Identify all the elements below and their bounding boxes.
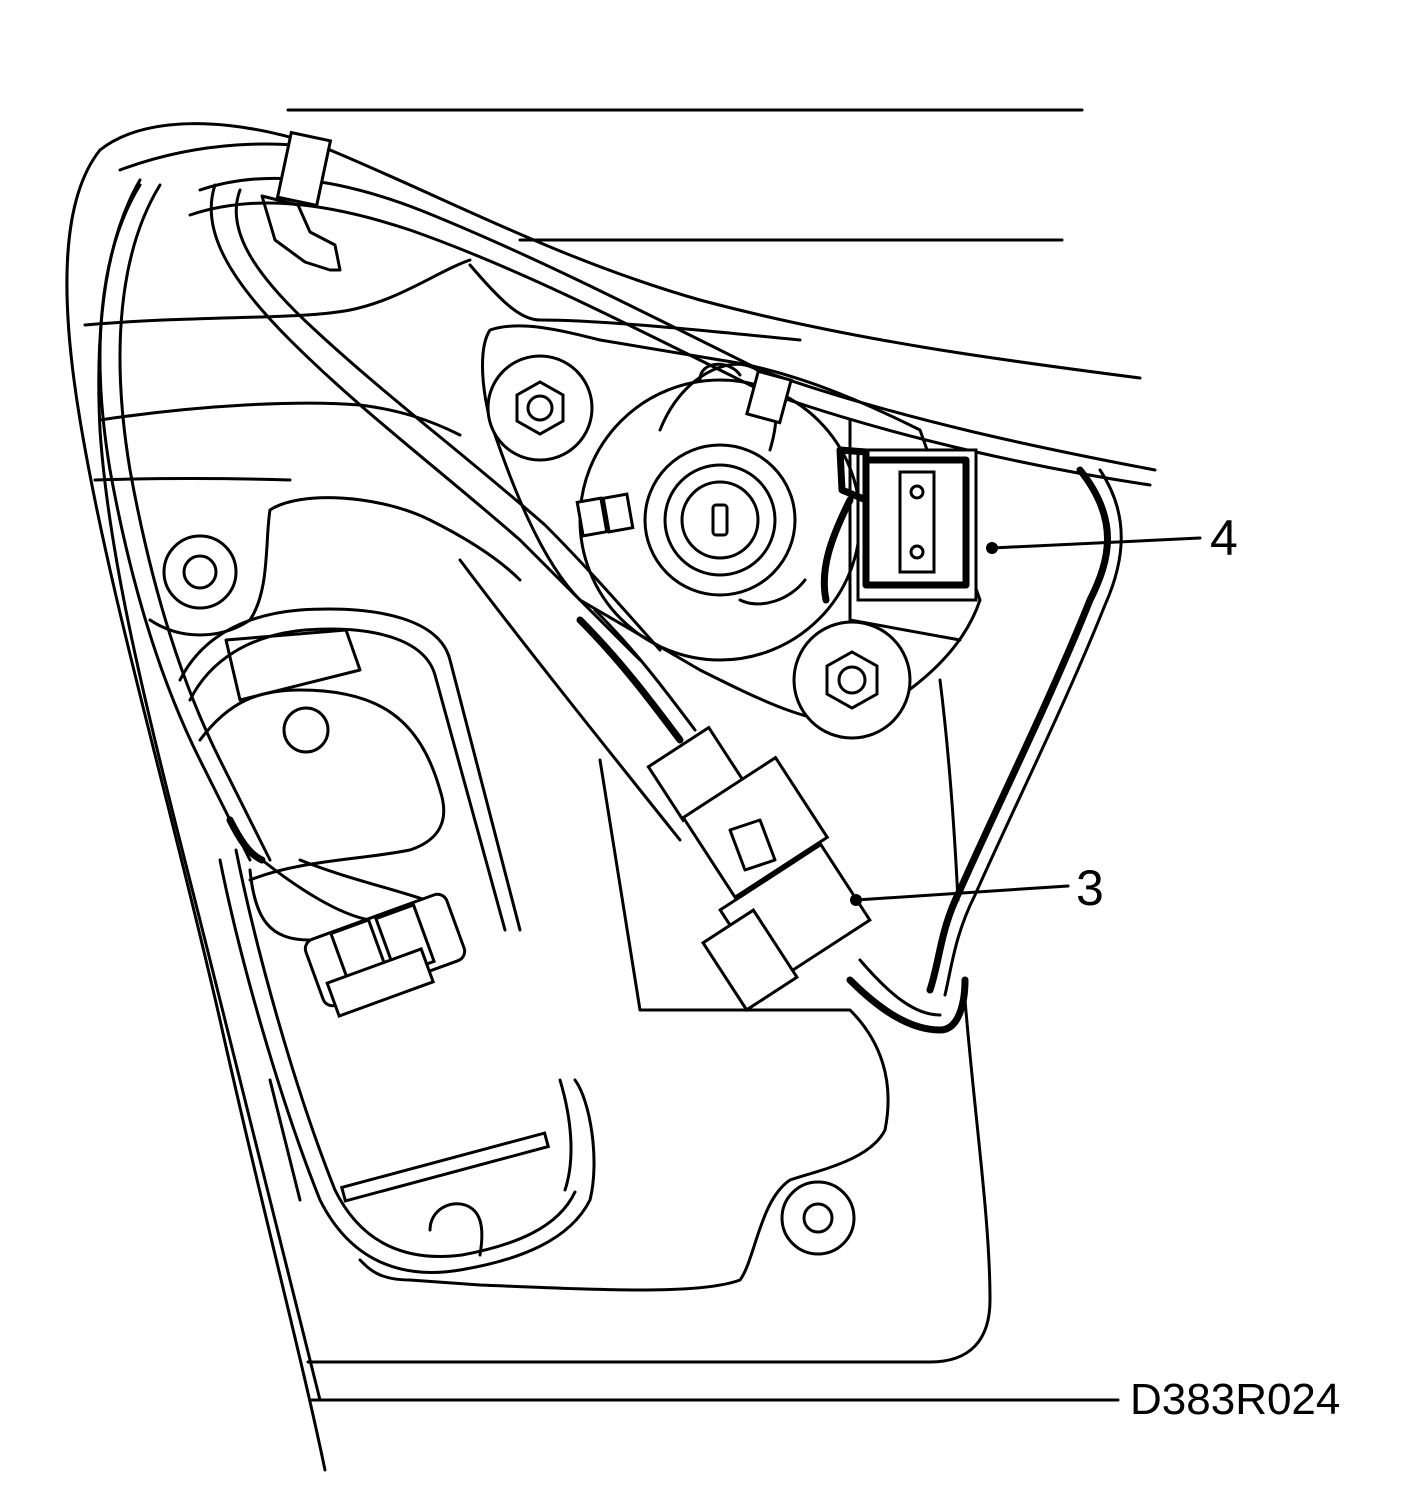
small-plug-connector: [303, 892, 467, 1018]
regulator-opening: [178, 607, 596, 1274]
bolt-left: [162, 534, 238, 610]
harness-clip-top: [260, 130, 342, 272]
callout-4-label: 4: [1210, 510, 1238, 566]
lock-mechanism-plate: [481, 324, 982, 740]
figure-reference-code: D383R024: [1130, 1375, 1340, 1424]
callout-3-dot: [850, 894, 862, 906]
lower-panel-outline: [358, 758, 992, 1364]
connector-assembly: [458, 558, 969, 1034]
callout-leaders: [850, 536, 1202, 906]
microswitch-unit: [820, 418, 978, 642]
callout-3-label: 3: [1076, 860, 1104, 916]
left-wire-loop: [98, 183, 442, 942]
callout-4-dot: [986, 542, 998, 554]
panel-edge-lines: [286, 108, 1120, 1402]
door-frame-outline: [65, 122, 1142, 1472]
